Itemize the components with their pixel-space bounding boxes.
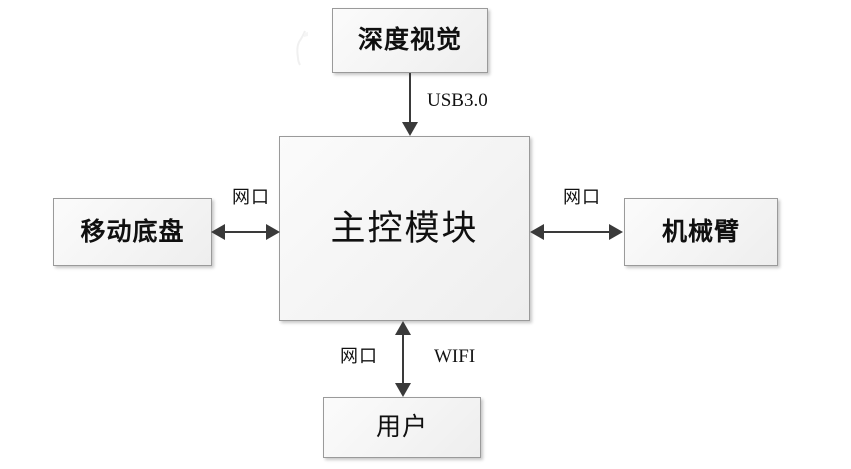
node-robotic-arm[interactable]: 机械臂: [624, 198, 778, 266]
node-user-label: 用户: [375, 414, 428, 441]
edge-vision-to-main-arrowhead: [402, 122, 418, 136]
scan-artifact: [296, 30, 308, 66]
node-depth-vision[interactable]: 深度视觉: [332, 8, 488, 73]
node-user[interactable]: 用户: [323, 397, 481, 458]
edge-main-to-user-arrowhead-down: [395, 383, 411, 397]
edge-chassis-to-main-arrowhead-left: [211, 224, 225, 240]
edge-main-to-user-line: [402, 333, 404, 385]
edge-chassis-to-main-label: 网口: [232, 187, 270, 207]
node-mobile-chassis[interactable]: 移动底盘: [53, 198, 212, 266]
edge-main-to-user-label-wifi: WIFI: [434, 346, 476, 367]
node-mobile-chassis-label: 移动底盘: [80, 218, 185, 246]
edge-main-to-user-label: 网口: [340, 346, 378, 366]
node-main-control-module[interactable]: 主控模块: [279, 136, 530, 321]
edge-main-to-arm-label: 网口: [563, 187, 601, 207]
edge-main-to-user-arrowhead-up: [395, 321, 411, 335]
node-robotic-arm-label: 机械臂: [661, 218, 740, 246]
edge-main-to-arm-line: [543, 231, 611, 233]
edge-vision-to-main-label: USB3.0: [427, 90, 488, 111]
edge-chassis-to-main-arrowhead-right: [266, 224, 280, 240]
node-main-control-module-label: 主控模块: [330, 209, 479, 248]
edge-vision-to-main-line: [409, 73, 411, 124]
edge-chassis-to-main-line: [224, 231, 268, 233]
edge-main-to-arm-arrowhead-right: [609, 224, 623, 240]
edge-main-to-arm-arrowhead-left: [530, 224, 544, 240]
node-depth-vision-label: 深度视觉: [357, 27, 462, 54]
